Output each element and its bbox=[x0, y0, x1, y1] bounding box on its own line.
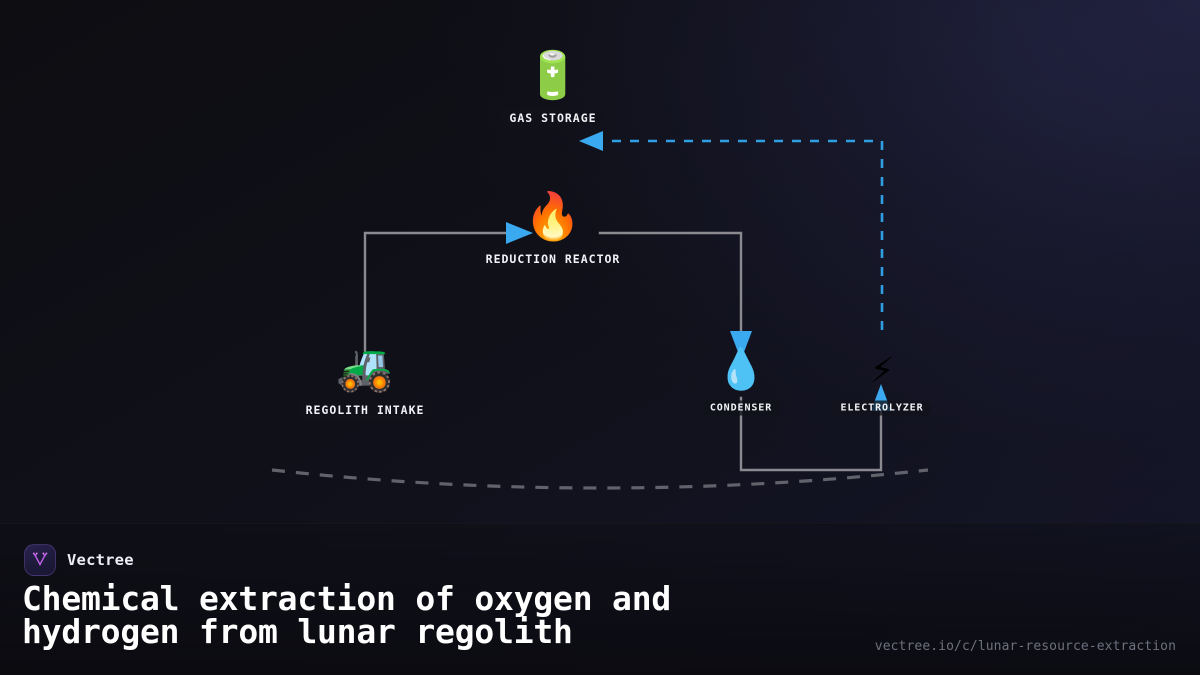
battery-icon: 🔋 bbox=[524, 48, 582, 102]
brand[interactable]: Vectree bbox=[24, 544, 134, 576]
node-label-reduction-reactor: REDUCTION REACTOR bbox=[478, 250, 628, 268]
node-reduction-reactor[interactable]: 🔥 REDUCTION REACTOR bbox=[443, 190, 663, 268]
node-condenser[interactable]: 💧 CONDENSER bbox=[631, 347, 851, 416]
vectree-tree-logo-icon bbox=[24, 544, 56, 576]
arrow-intake-to-reactor bbox=[506, 222, 533, 244]
node-regolith-intake[interactable]: 🚜 REGOLITH INTAKE bbox=[255, 341, 475, 419]
connector-electrolyzer-to-storage bbox=[604, 139, 884, 330]
brand-name: Vectree bbox=[67, 551, 134, 569]
water-drop-icon: 💧 bbox=[716, 346, 766, 393]
page-title: Chemical extraction of oxygen and hydrog… bbox=[22, 579, 672, 651]
arrow-electrolyzer-to-storage bbox=[579, 131, 603, 151]
arrow-reactor-to-condenser bbox=[730, 331, 752, 360]
node-label-electrolyzer: ELECTROLYZER bbox=[833, 400, 931, 416]
connector-condenser-to-electrolyzer bbox=[739, 396, 883, 472]
lunar-surface-curve bbox=[271, 468, 929, 490]
flow-diagram bbox=[271, 131, 929, 490]
lightning-bolt-icon: ⚡ bbox=[869, 346, 895, 393]
node-label-gas-storage: GAS STORAGE bbox=[502, 109, 604, 127]
tractor-icon: 🚜 bbox=[336, 340, 394, 394]
node-label-condenser: CONDENSER bbox=[702, 400, 780, 416]
connector-reactor-to-condenser bbox=[598, 231, 743, 332]
footer-bar: Vectree Chemical extraction of oxygen an… bbox=[0, 523, 1200, 675]
node-label-regolith-intake: REGOLITH INTAKE bbox=[298, 401, 432, 419]
connector-intake-to-reactor bbox=[363, 231, 507, 354]
fire-icon: 🔥 bbox=[524, 189, 582, 243]
node-gas-storage[interactable]: 🔋 GAS STORAGE bbox=[443, 49, 663, 127]
node-electrolyzer[interactable]: ⚡ ELECTROLYZER bbox=[772, 347, 992, 416]
source-url: vectree.io/c/lunar-resource-extraction bbox=[874, 639, 1176, 654]
